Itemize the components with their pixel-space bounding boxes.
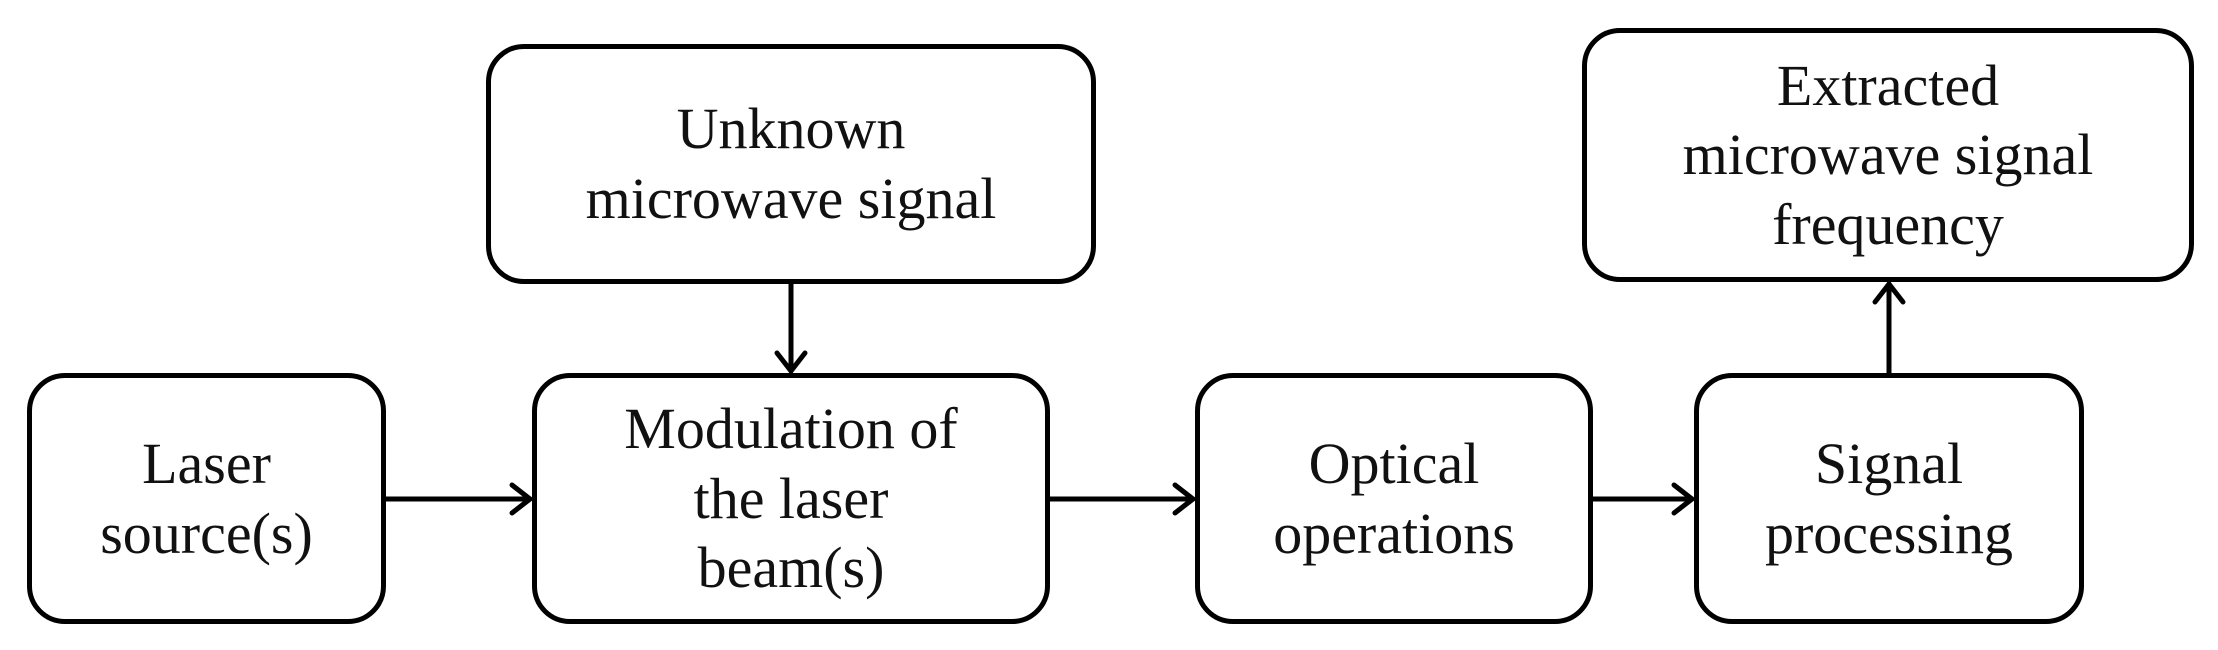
- box-line: the laser: [693, 465, 889, 531]
- extracted-frequency-box: Extracted microwave signal frequency: [1582, 28, 2194, 282]
- optical-operations-box: Optical operations: [1195, 373, 1593, 624]
- signal-processing-box: Signal processing: [1694, 373, 2084, 624]
- box-line: processing: [1764, 500, 2014, 566]
- unknown-microwave-signal-box: Unknown microwave signal: [486, 44, 1096, 284]
- laser-source-box: Laser source(s): [27, 373, 386, 624]
- arrow-modulation-to-optical: [1047, 482, 1196, 516]
- box-line: frequency: [1772, 191, 2004, 257]
- box-line: Extracted: [1776, 52, 2000, 118]
- box-line: operations: [1273, 500, 1515, 566]
- box-line: Signal: [1814, 430, 1964, 496]
- arrow-optical-to-signal: [1590, 482, 1695, 516]
- box-line: Laser: [142, 430, 271, 496]
- box-line: Unknown: [676, 96, 906, 162]
- box-line: Optical: [1308, 430, 1480, 496]
- box-line: Modulation of: [624, 396, 958, 462]
- arrow-signal-to-extracted: [1872, 281, 1906, 376]
- arrow-unknown-to-modulation: [774, 281, 808, 374]
- arrow-laser-to-modulation: [383, 482, 533, 516]
- box-line: beam(s): [697, 535, 885, 601]
- modulation-box: Modulation of the laser beam(s): [532, 373, 1050, 624]
- box-line: microwave signal: [585, 166, 997, 231]
- box-line: source(s): [100, 500, 313, 566]
- box-line: microwave signal: [1682, 122, 2094, 188]
